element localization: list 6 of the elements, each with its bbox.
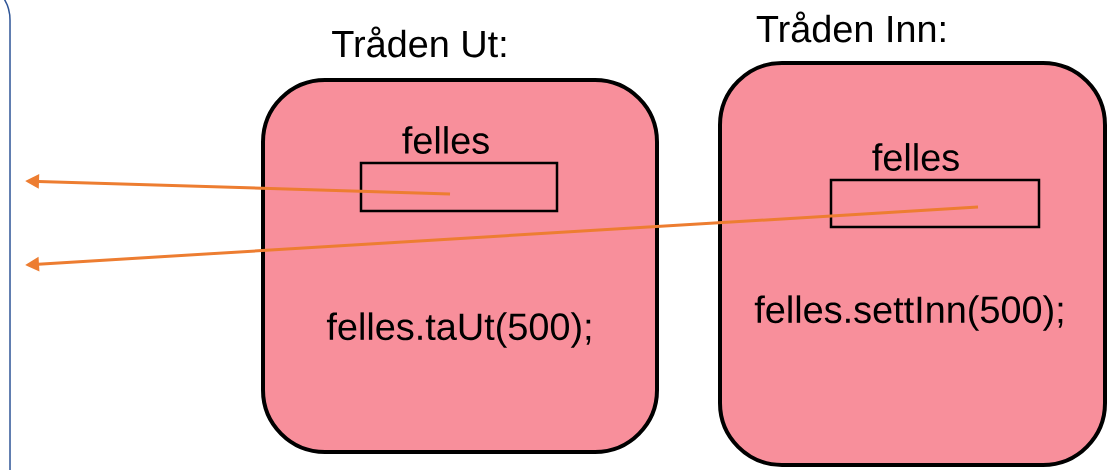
thread-heading: Tråden Inn: [756,11,945,43]
variable-label: felles [872,143,959,171]
method-call: felles.taUt(500); [326,312,591,348]
method-call: felles.settInn(500); [754,295,1063,331]
variable-label: felles [402,126,489,154]
thread-heading: Tråden Ut: [332,26,506,58]
